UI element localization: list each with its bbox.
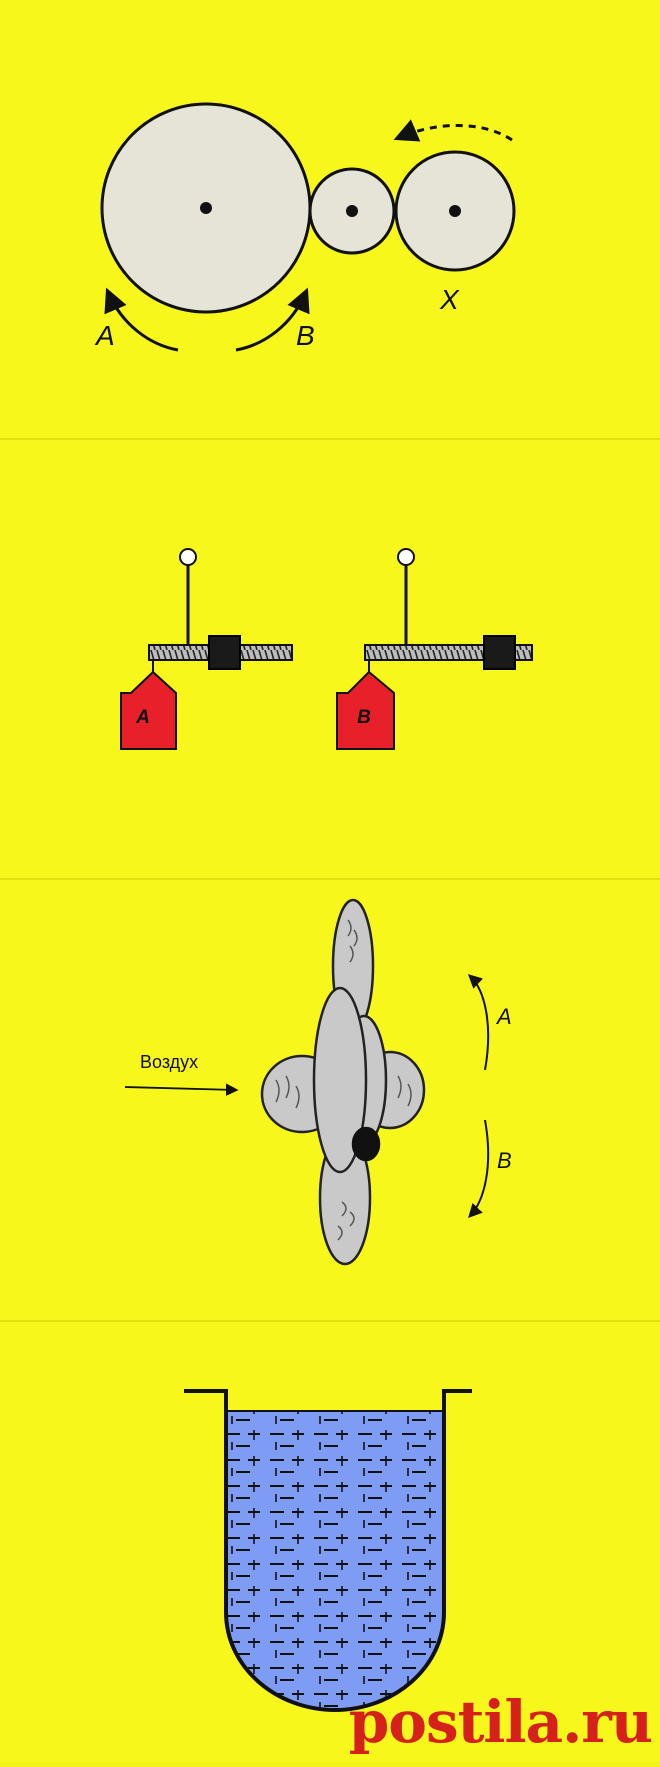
hub-shaft <box>351 1126 381 1162</box>
weight-b-label: B <box>357 707 371 728</box>
air-label: Воздух <box>140 1052 198 1072</box>
vessel-diagram <box>184 1389 472 1713</box>
arrow-b <box>468 1119 490 1219</box>
lever-a: A <box>120 548 293 750</box>
label-b: B <box>497 1148 512 1173</box>
propeller-diagram: Воздух A B <box>124 898 512 1266</box>
divider <box>0 878 660 880</box>
vessel-outline <box>184 1389 472 1713</box>
arrow-a <box>104 287 179 352</box>
vessel-panel: postila.ru <box>0 1322 660 1762</box>
levers-panel: A B <box>0 440 660 878</box>
label-a: A <box>94 320 115 351</box>
gears-diagram: A B X <box>94 102 516 352</box>
watermark: postila.ru <box>348 1688 653 1756</box>
pivot-b <box>397 548 415 566</box>
large-gear-axle <box>200 202 212 214</box>
divider <box>0 438 660 440</box>
gears-panel: A B X <box>0 0 660 438</box>
pivot-a <box>179 548 197 566</box>
air-arrow <box>124 1083 239 1097</box>
label-a: A <box>495 1004 512 1029</box>
label-x: X <box>439 284 460 315</box>
propeller-panel: Воздух A B <box>0 880 660 1320</box>
weight-a <box>120 670 177 750</box>
water <box>226 1411 444 1710</box>
arrow-a <box>467 974 490 1071</box>
divider <box>0 1320 660 1322</box>
slider-nut-a <box>208 635 241 670</box>
lever-b: B <box>336 548 533 750</box>
label-b: B <box>296 320 315 351</box>
levers-diagram: A B <box>120 548 533 750</box>
arrow-b <box>235 287 310 352</box>
hub-front <box>312 986 368 1174</box>
middle-gear-axle <box>346 205 358 217</box>
dashed-rotation-arrow <box>393 119 513 142</box>
weight-a-label: A <box>135 707 150 728</box>
gear-x-axle <box>449 205 461 217</box>
propeller <box>260 898 426 1266</box>
slider-nut-b <box>483 635 516 670</box>
weight-b <box>336 670 395 750</box>
